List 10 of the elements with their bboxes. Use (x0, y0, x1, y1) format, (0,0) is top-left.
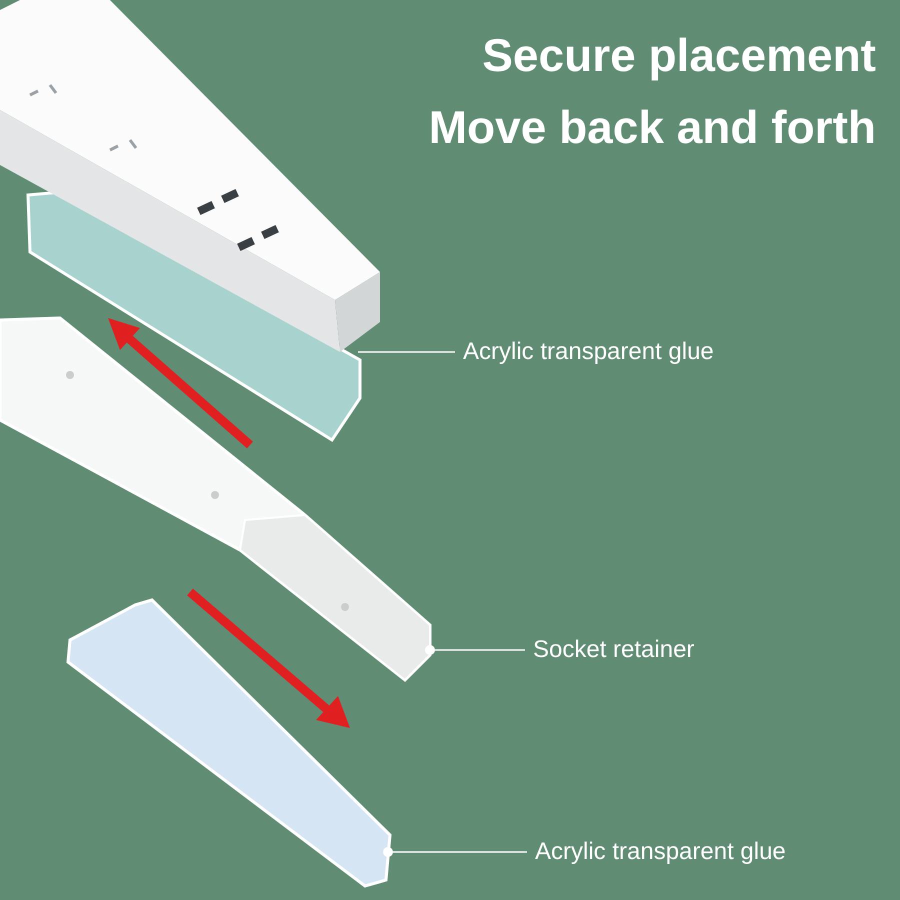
leader-line (425, 645, 525, 655)
adhesive-pad (66, 598, 392, 888)
adhesive-pad (26, 190, 362, 442)
heading: Secure placement (482, 28, 876, 82)
part-label: Acrylic transparent glue (463, 338, 714, 366)
subheading: Move back and forth (428, 100, 876, 154)
leader-line (358, 351, 455, 353)
part-label: Acrylic transparent glue (535, 838, 786, 866)
leader-line (383, 847, 527, 857)
part-label: Socket retainer (533, 636, 694, 664)
